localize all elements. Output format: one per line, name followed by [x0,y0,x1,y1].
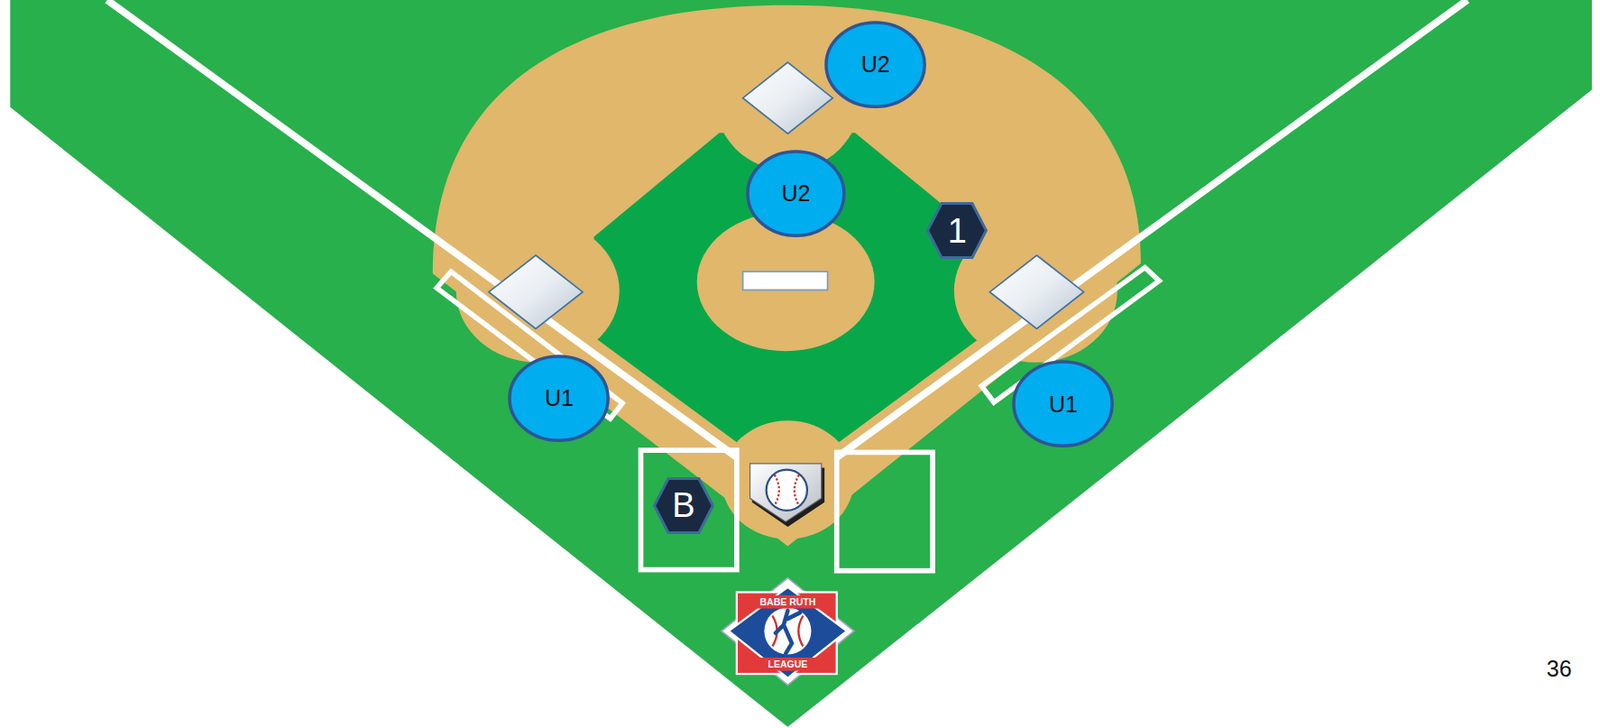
umpire-label: U1 [1048,393,1078,416]
logo-ball [763,606,811,654]
hexagon [654,478,714,533]
marker-label: 1 [947,213,967,249]
logo-text: LEAGUE [768,659,809,670]
pitchers-rubber [743,271,828,290]
circle [509,356,608,441]
hexagon [928,203,987,258]
infield-dirt [432,5,1141,547]
circle [1013,361,1113,446]
umpire-label: U1 [544,386,574,410]
baseball [766,469,808,511]
logo-blue-diamond [728,587,847,679]
logo-diamond [721,578,855,686]
third-base-line [107,0,737,458]
umpire-label: U2 [781,182,810,205]
logo-band [738,595,835,609]
umpire-circle: U2 [824,20,927,109]
first-base [989,255,1084,329]
page-number: 36 [1546,657,1573,681]
outfield-grass [9,0,1592,727]
circle [826,22,925,107]
logo-text: BABE RUTH [760,597,817,607]
umpire-label: U2 [861,53,891,76]
batters-box [641,450,737,570]
circle [747,151,845,236]
marker-label: B [671,487,695,523]
batters-box [836,451,933,571]
baseball-stitch [774,474,780,506]
umpire-circle: U2 [745,149,846,238]
umpire-circle: U1 [1011,359,1114,448]
umpire-circle: U1 [507,354,610,442]
second-base [743,62,834,134]
third-base [488,255,583,329]
baseball-stitch [794,474,800,506]
player-marker: 1 [926,202,988,259]
logo-batter [775,610,800,654]
batter-marker: B [652,477,715,534]
first-base-line [836,0,1468,458]
logo-band [753,657,821,672]
home-plate [750,463,822,523]
